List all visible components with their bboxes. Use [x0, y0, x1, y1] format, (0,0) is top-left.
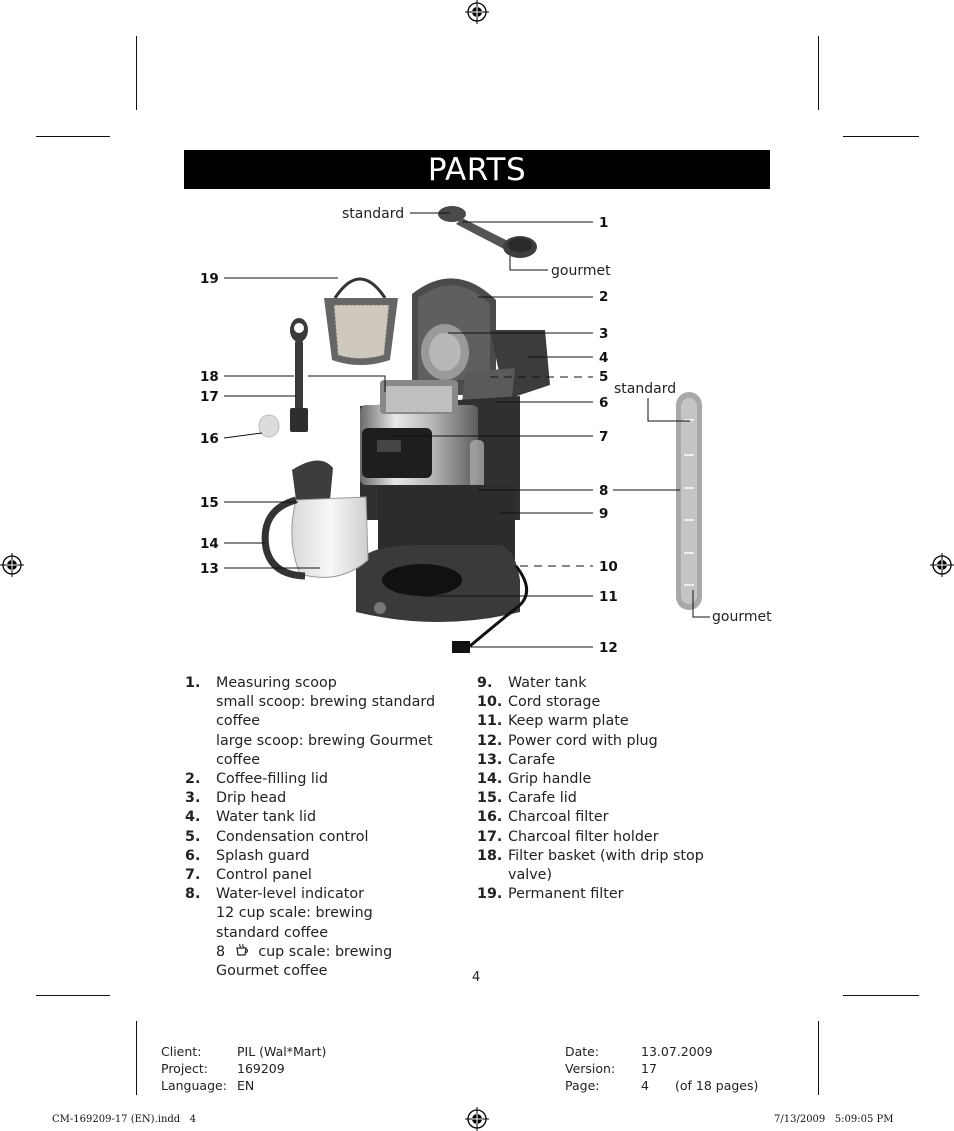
power-cord — [469, 565, 528, 648]
meta-right: Date:13.07.2009 Version:17 Page:4(of 18 … — [565, 1044, 759, 1093]
callout-17: 17 — [200, 389, 219, 405]
callout-15: 15 — [200, 495, 219, 511]
list-item: 11.Keep warm plate — [477, 713, 629, 730]
leader-scoop-gourmet — [509, 256, 548, 271]
parts-list-left: 1.Measuring scoop small scoop: brewing s… — [185, 674, 475, 981]
scale-standard-label: standard — [614, 381, 676, 397]
callout-3: 3 — [599, 326, 608, 342]
registration-mark-right — [930, 553, 954, 577]
crop-mark — [818, 36, 819, 110]
callout-13: 13 — [200, 561, 219, 577]
list-item: 13.Carafe — [477, 751, 556, 768]
callout-8: 8 — [599, 483, 608, 499]
list-item: 18.Filter basket (with drip stop valve) — [477, 847, 704, 884]
crop-mark — [36, 995, 110, 996]
callout-16: 16 — [200, 431, 219, 447]
charcoal-filter-holder — [290, 318, 308, 432]
list-item: 7.Control panel — [185, 867, 312, 884]
registration-mark-left — [0, 553, 24, 577]
leader-scale-standard — [647, 398, 690, 422]
meta-left: Client:PIL (Wal*Mart) Project:169209 Lan… — [161, 1044, 327, 1093]
page-number: 4 — [472, 970, 481, 985]
list-item: 12.Power cord with plug — [477, 732, 658, 749]
measuring-scoop — [438, 206, 537, 258]
callout-19: 19 — [200, 271, 219, 287]
list-item: 6.Splash guard — [185, 847, 310, 864]
crop-mark — [818, 1021, 819, 1095]
list-item: 14.Grip handle — [477, 771, 592, 788]
gourmet-cup-icon — [235, 943, 248, 956]
callout-1: 1 — [599, 215, 608, 231]
coffee-maker — [356, 278, 550, 622]
list-item: 16.Charcoal filter — [477, 809, 609, 826]
slug-filename: CM-169209-17 (EN).indd 4 — [52, 1114, 197, 1125]
list-item: 5.Condensation control — [185, 828, 369, 845]
crop-mark — [843, 995, 919, 996]
callout-9: 9 — [599, 506, 608, 522]
carafe — [261, 460, 369, 580]
callout-10: 10 — [599, 559, 618, 575]
list-item: 1.Measuring scoop small scoop: brewing s… — [185, 675, 436, 768]
registration-mark-bottom — [465, 1107, 489, 1131]
crop-mark — [136, 1021, 137, 1095]
registration-mark-top — [465, 0, 489, 24]
callout-18: 18 — [200, 369, 219, 385]
leader-scale-gourmet — [692, 590, 710, 618]
callout-6: 6 — [599, 395, 608, 411]
callout-7: 7 — [599, 429, 608, 445]
parts-list-right: 9.Water tank 10.Cord storage 11.Keep war… — [477, 674, 747, 904]
list-item: 4.Water tank lid — [185, 809, 317, 826]
callout-4: 4 — [599, 350, 608, 366]
scoop-standard-label: standard — [342, 206, 404, 222]
list-item: 9.Water tank — [477, 675, 587, 691]
callout-11: 11 — [599, 589, 618, 605]
leader-16 — [223, 432, 263, 439]
slug-timestamp: 7/13/2009 5:09:05 PM — [774, 1114, 894, 1125]
list-item: 15.Carafe lid — [477, 790, 577, 807]
power-plug — [452, 641, 470, 653]
water-level-scale — [676, 392, 702, 610]
crop-mark — [36, 136, 110, 137]
list-item: 3.Drip head — [185, 790, 287, 807]
list-item: 8.Water-level indicator 12 cup scale: br… — [185, 886, 393, 980]
parts-diagram: standard gourmet standard gourmet 1 2 3 … — [200, 206, 772, 656]
page-title: PARTS — [184, 150, 770, 189]
crop-mark — [136, 36, 137, 110]
list-item: 17.Charcoal filter holder — [477, 828, 659, 845]
scale-gourmet-label: gourmet — [712, 609, 772, 625]
crop-mark — [843, 136, 919, 137]
charcoal-filter — [258, 414, 280, 438]
permanent-filter — [324, 277, 398, 365]
callout-2: 2 — [599, 289, 608, 305]
callout-14: 14 — [200, 536, 219, 552]
list-item: 19.Permanent filter — [477, 886, 624, 903]
callout-12: 12 — [599, 640, 618, 656]
list-item: 2.Coffee-filling lid — [185, 771, 328, 788]
callout-5: 5 — [599, 369, 608, 385]
leader-18b — [308, 375, 386, 392]
list-item: 10.Cord storage — [477, 694, 601, 711]
scoop-gourmet-label: gourmet — [551, 263, 611, 279]
